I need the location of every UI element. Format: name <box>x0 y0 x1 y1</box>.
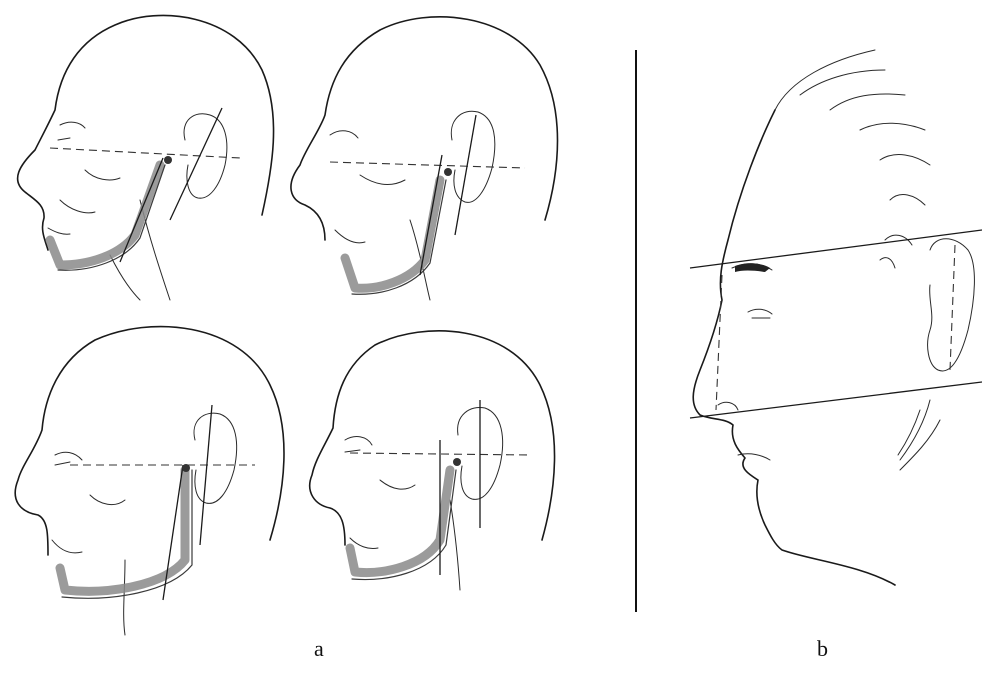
lower-reference-line <box>690 382 982 418</box>
mandible <box>345 180 440 288</box>
head-sketch-2 <box>291 17 558 300</box>
head-sketch-3 <box>15 327 284 635</box>
jaw-shading <box>898 400 940 470</box>
hair-strokes <box>775 50 930 268</box>
head-profile-outline <box>693 110 895 585</box>
eyebrow-fill <box>735 263 770 272</box>
head-sketch-4 <box>310 331 555 590</box>
horizontal-reference-line <box>330 162 525 168</box>
vertical-reference-line <box>170 108 222 220</box>
head-outline <box>310 331 555 545</box>
vertical-dashed-line <box>716 275 722 410</box>
panel-label-a: a <box>314 636 324 662</box>
face-details <box>52 452 125 635</box>
panel-label-b: b <box>817 636 828 662</box>
head-sketch-1 <box>18 15 274 300</box>
mandible <box>350 470 450 573</box>
ear <box>184 114 227 198</box>
head-outline <box>15 327 284 555</box>
vertical-reference-line <box>455 115 476 235</box>
vertical-reference-line <box>120 158 163 262</box>
ear-dashed-line <box>950 245 955 370</box>
landmark-point <box>444 168 452 176</box>
ear <box>194 413 237 503</box>
ear <box>451 111 495 202</box>
horizontal-reference-line <box>50 148 240 158</box>
upper-reference-line <box>690 230 982 268</box>
vertical-reference-line <box>200 405 212 545</box>
eye <box>748 309 772 318</box>
panel-b <box>690 50 982 585</box>
landmark-point <box>453 458 461 466</box>
landmark-point <box>182 464 190 472</box>
landmark-point <box>164 156 172 164</box>
panel-a <box>15 15 557 635</box>
head-outline <box>291 17 558 240</box>
nostril <box>718 402 738 410</box>
mandible <box>60 470 185 591</box>
